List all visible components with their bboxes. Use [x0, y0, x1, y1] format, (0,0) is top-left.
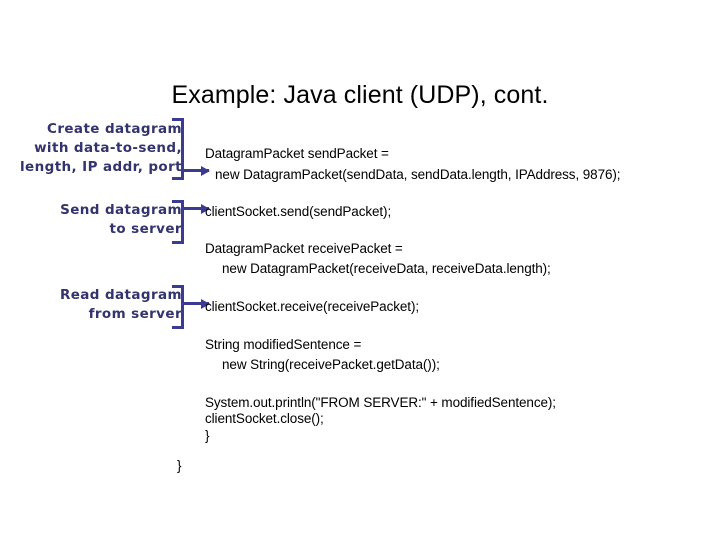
code-line-println: System.out.println("FROM SERVER:" + modi…: [205, 395, 556, 410]
code-line-send-packet-decl: DatagramPacket sendPacket =: [205, 146, 389, 161]
code-line-socket-send: clientSocket.send(sendPacket);: [205, 204, 392, 219]
annotation-send-datagram: Send datagram to server: [0, 201, 182, 239]
code-line-closing-brace-outer: }: [177, 458, 182, 473]
annotation-read-datagram: Read datagram from server: [0, 286, 182, 324]
arrow-read-datagram: [183, 298, 210, 309]
annotation-create-datagram: Create datagram with data-to-send, lengt…: [0, 120, 182, 177]
arrow-create-datagram: [183, 165, 210, 176]
page-title: Example: Java client (UDP), cont.: [171, 81, 549, 109]
bracket-create-datagram: [172, 118, 184, 180]
code-line-closing-brace-inner: }: [205, 428, 210, 443]
annotation-line: from server: [88, 306, 182, 322]
annotation-line: with data-to-send,: [34, 140, 182, 156]
code-line-modified-sentence-decl: String modifiedSentence =: [205, 337, 362, 352]
code-line-socket-close: clientSocket.close();: [205, 411, 324, 426]
annotation-line: to server: [109, 221, 182, 237]
bracket-send-datagram: [172, 200, 184, 244]
bracket-read-datagram: [172, 285, 184, 329]
code-line-send-packet-new: new DatagramPacket(sendData, sendData.le…: [215, 167, 621, 182]
code-line-receive-packet-decl: DatagramPacket receivePacket =: [205, 241, 403, 256]
annotation-line: length, IP addr, port: [20, 159, 182, 175]
annotation-line: Create datagram: [47, 121, 182, 137]
arrow-send-datagram: [183, 203, 210, 214]
code-line-socket-receive: clientSocket.receive(receivePacket);: [205, 299, 419, 314]
annotation-line: Read datagram: [59, 287, 182, 303]
code-line-receive-packet-new: new DatagramPacket(receiveData, receiveD…: [222, 261, 551, 276]
code-line-modified-sentence-new: new String(receivePacket.getData());: [222, 357, 440, 372]
annotation-line: Send datagram: [60, 202, 182, 218]
